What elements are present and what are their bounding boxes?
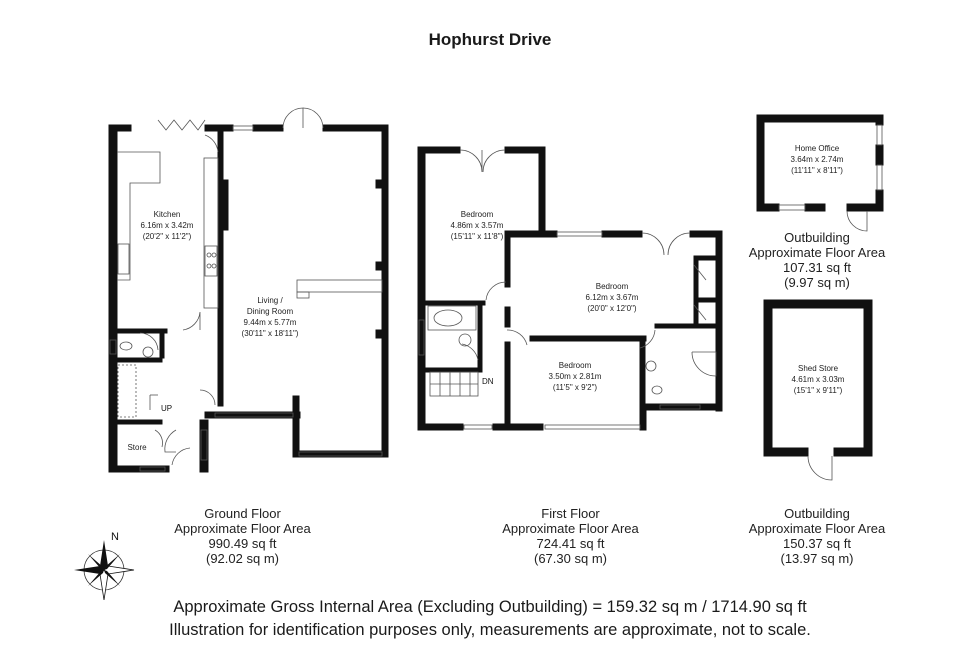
shed-caption-line1: Outbuilding [784,506,850,521]
outbuilding-labels: Home Office 3.64m x 2.74m (11'11" x 8'11… [791,144,845,395]
plan-title: Hophurst Drive [428,30,552,49]
shed-dim-ft: (15'1" x 9'11") [794,386,843,395]
stairs-up-label: UP [161,404,172,413]
living-dim-m: 9.44m x 5.77m [244,318,297,327]
ground-floor-walls [108,124,389,473]
shed-dim-m: 4.61m x 3.03m [792,375,845,384]
first-floor-caption: First Floor Approximate Floor Area 724.4… [478,506,663,566]
store-name: Store [127,443,147,452]
bedroom3-dim-m: 3.50m x 2.81m [549,372,602,381]
first-floor-labels: Bedroom 4.86m x 3.57m (15'11" x 11'8") B… [451,210,639,392]
living-name-1: Living / [257,296,283,305]
kitchen-dim-ft: (20'2" x 11'2") [143,232,192,241]
bedroom2-name: Bedroom [596,282,629,291]
first-floor-walls [417,146,723,431]
office-caption-line1: Outbuilding [784,230,850,245]
gross-area-note: Approximate Gross Internal Area (Excludi… [173,598,807,616]
compass-north-label: N [111,531,119,543]
bedroom1-dim-ft: (15'11" x 11'8") [451,232,504,241]
office-dim-ft: (11'11" x 8'11") [791,166,843,175]
ground-caption-line1: Ground Floor [204,506,281,521]
bedroom3-name: Bedroom [559,361,592,370]
shed-name: Shed Store [798,364,839,373]
office-caption-line2: Approximate Floor Area [748,245,886,260]
ground-floor-labels: Kitchen 6.16m x 3.42m (20'2" x 11'2") Li… [127,210,298,452]
office-caption-line4: (9.97 sq m) [784,275,850,290]
office-outbuilding-caption: Outbuilding Approximate Floor Area 107.3… [722,230,912,290]
bedroom3-dim-ft: (11'5" x 9'2") [553,383,597,392]
shed-caption-line3: 150.37 sq ft [783,536,851,551]
first-caption-line3: 724.41 sq ft [536,536,605,551]
ground-floor-caption: Ground Floor Approximate Floor Area 990.… [150,506,335,566]
bedroom1-name: Bedroom [461,210,494,219]
living-name-2: Dining Room [247,307,294,316]
stairs-down-label: DN [482,377,494,386]
shed-store-walls [763,299,873,457]
office-name: Home Office [795,144,840,153]
home-office-walls [756,114,884,212]
first-caption-line2: Approximate Floor Area [502,521,639,536]
ground-caption-line3: 990.49 sq ft [208,536,277,551]
bedroom2-dim-m: 6.12m x 3.67m [586,293,639,302]
ground-caption-line4: (92.02 sq m) [206,551,279,566]
bedroom2-dim-ft: (20'0" x 12'0") [587,304,637,313]
kitchen-name: Kitchen [154,210,181,219]
first-caption-line1: First Floor [541,506,600,521]
compass-icon [74,540,135,601]
kitchen-dim-m: 6.16m x 3.42m [141,221,194,230]
disclaimer-note: Illustration for identification purposes… [169,621,811,639]
bedroom1-dim-m: 4.86m x 3.57m [451,221,504,230]
office-dim-m: 3.64m x 2.74m [791,155,844,164]
shed-outbuilding-caption: Outbuilding Approximate Floor Area 150.3… [722,506,912,566]
shed-caption-line2: Approximate Floor Area [748,521,886,536]
office-caption-line3: 107.31 sq ft [783,260,851,275]
living-dim-ft: (30'11" x 18'11") [242,329,299,338]
shed-caption-line4: (13.97 sq m) [780,551,854,566]
ground-caption-line2: Approximate Floor Area [174,521,311,536]
first-caption-line4: (67.30 sq m) [534,551,607,566]
